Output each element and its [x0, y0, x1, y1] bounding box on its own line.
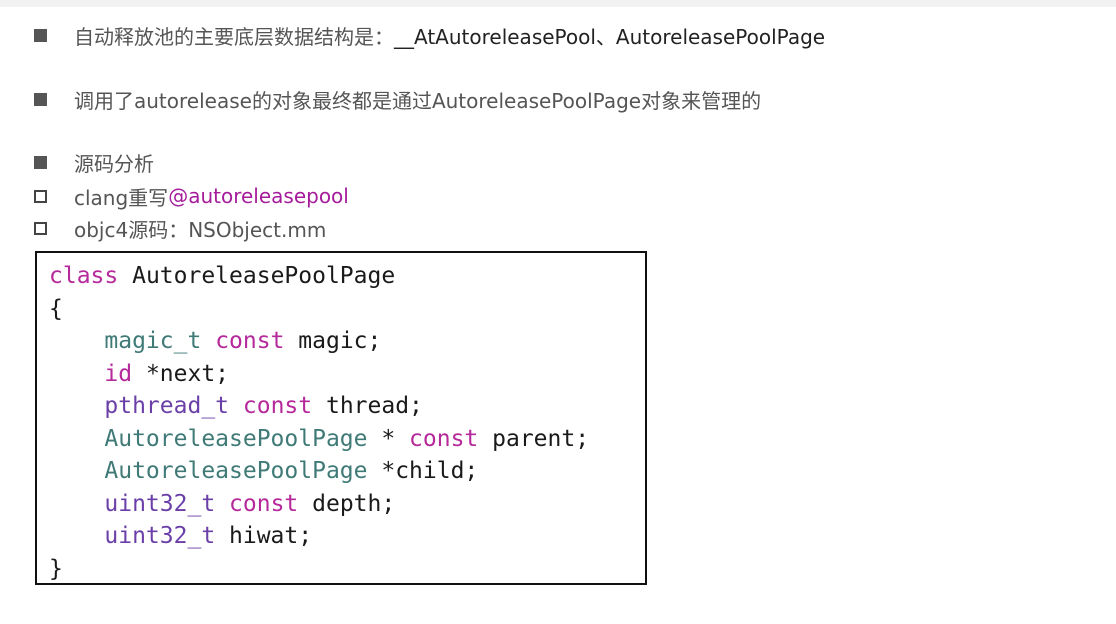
code-line: magic_t const magic;: [104, 328, 382, 354]
code-line: }: [49, 555, 63, 582]
code-line: id *next;: [104, 360, 230, 387]
code-line: uint32_t const depth;: [104, 490, 396, 517]
bullet-item: 源码分析: [34, 147, 154, 177]
top-strip: [0, 0, 1116, 7]
square-bullet-icon: [34, 92, 47, 106]
code-line: class AutoreleasePoolPage: [49, 263, 396, 289]
code-line: {: [49, 295, 63, 322]
square-bullet-icon: [34, 28, 47, 42]
hollow-square-bullet-icon: [34, 221, 47, 235]
code-line: AutoreleasePoolPage * const parent;: [104, 425, 590, 452]
code-block: class AutoreleasePoolPage { magic_t cons…: [35, 251, 647, 585]
code-line: uint32_t hiwat;: [104, 523, 313, 549]
sub-bullet-item: clang重写@autoreleasepool: [34, 181, 349, 211]
bullet-item: 自动释放池的主要底层数据结构是：__AtAutoreleasePool、Auto…: [34, 20, 825, 50]
code-line: AutoreleasePoolPage *child;: [104, 458, 479, 484]
code-line: pthread_t const thread;: [104, 393, 423, 419]
hollow-square-bullet-icon: [34, 189, 47, 203]
bullet-item: 调用了autorelease的对象最终都是通过AutoreleasePoolPa…: [34, 84, 761, 114]
sub-bullet-item: objc4源码：NSObject.mm: [34, 213, 326, 243]
square-bullet-icon: [34, 155, 47, 169]
